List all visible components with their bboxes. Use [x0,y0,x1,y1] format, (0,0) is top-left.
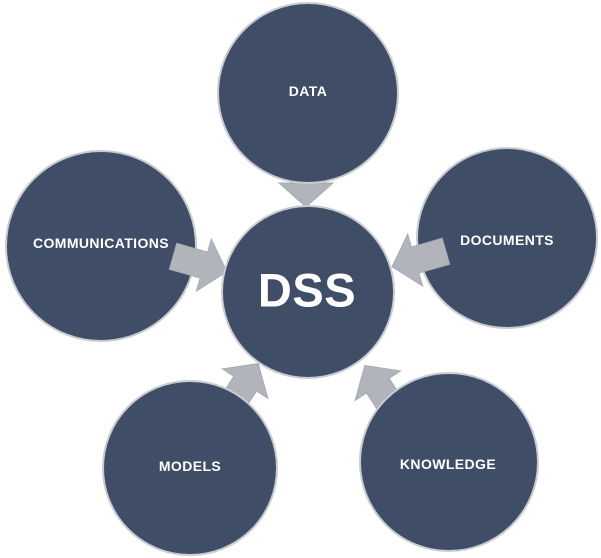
node-label-data: DATA [288,83,328,99]
hub-circle-dss [221,205,395,379]
node-circle-data [217,2,399,184]
arrow-communications-to-dss-icon [168,237,228,293]
node-label-communications: COMMUNICATIONS [33,235,169,251]
node-circle-models [102,380,278,556]
node-label-documents: DOCUMENTS [460,232,554,248]
node-circle-communications [5,150,197,342]
arrow-layer-front [168,232,451,293]
node-label-knowledge: KNOWLEDGE [399,456,497,472]
hub-label-dss: DSS [257,263,357,317]
node-label-models: MODELS [158,458,222,474]
node-circle-knowledge [359,372,539,552]
node-circle-documents [416,147,598,329]
arrow-documents-to-dss-icon [391,232,451,288]
